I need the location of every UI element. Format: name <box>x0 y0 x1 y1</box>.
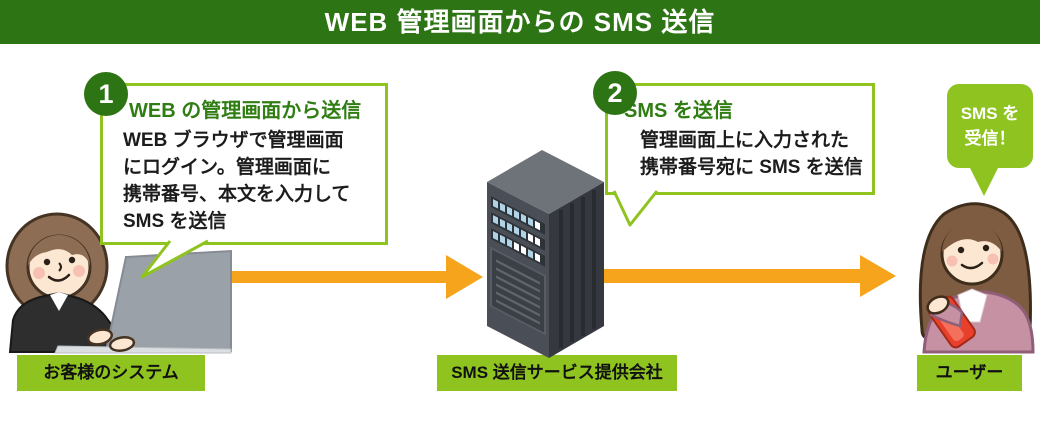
arrow-deliver-icon <box>604 255 896 297</box>
arrow-send-icon <box>225 255 483 299</box>
step-2-badge: 2 <box>593 71 637 115</box>
step-2-body: 管理画面上に入力された 携帯番号宛に SMS を送信 <box>640 130 863 178</box>
server-front-panel <box>490 196 546 336</box>
step-1-title: WEB の管理画面から送信 <box>129 100 362 122</box>
step-1-badge: 1 <box>84 72 128 116</box>
label-customer-system: お客様のシステム <box>17 355 205 391</box>
sms-received-bubble: SMS を 受信！ <box>947 84 1033 168</box>
woman-with-smartphone-icon <box>918 202 1035 354</box>
label-sms-provider: SMS 送信サービス提供会社 <box>437 355 677 391</box>
label-user: ユーザー <box>917 355 1022 391</box>
step-2-callout: SMS を送信 管理画面上に入力された 携帯番号宛に SMS を送信 <box>605 83 875 195</box>
sms-received-line2: 受信！ <box>964 129 1016 148</box>
sms-received-line1: SMS を <box>960 104 1020 123</box>
step-1-body: WEB ブラウザで管理画面 にログイン。管理画面に 携帯番号、本文を入力して S… <box>123 130 351 232</box>
page-title: WEB 管理画面からの SMS 送信 <box>0 0 1040 44</box>
server-icon <box>487 150 604 358</box>
step-1-callout: WEB の管理画面から送信 WEB ブラウザで管理画面 にログイン。管理画面に … <box>100 83 388 245</box>
step-2-title: SMS を送信 <box>624 100 733 122</box>
